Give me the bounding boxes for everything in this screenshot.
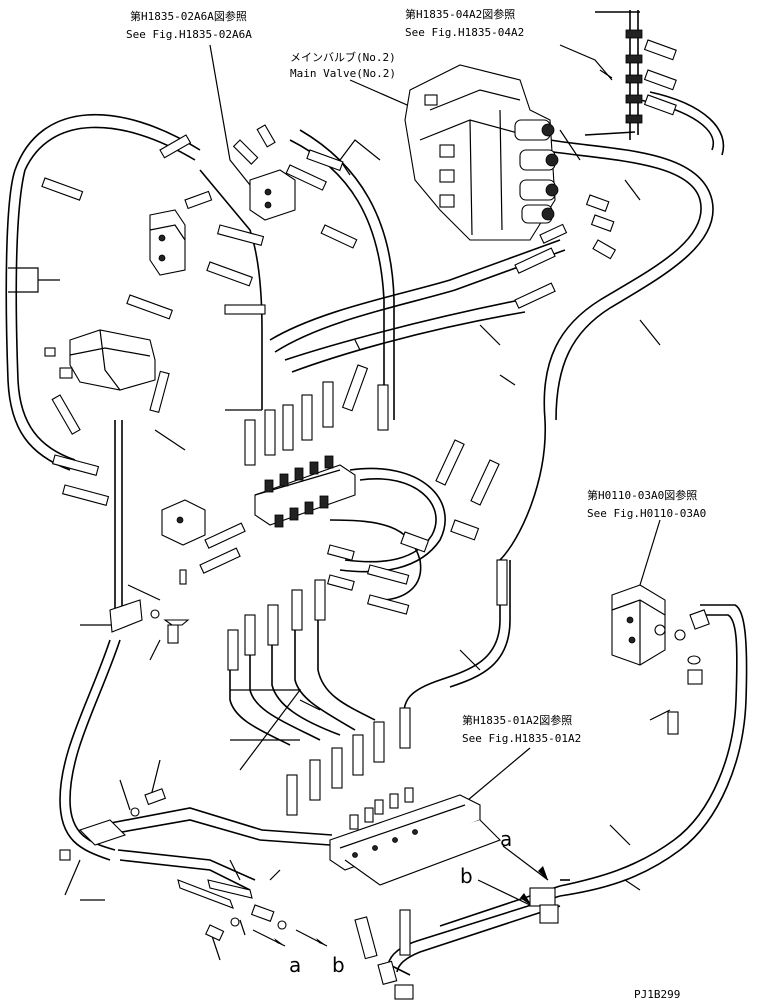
main-valve-jp: メインバルブ(No.2)	[290, 50, 396, 64]
clamps-and-bolts	[59, 569, 679, 942]
main-valve-en: Main Valve(No.2)	[290, 67, 396, 80]
ref-jp-text: 第H1835-02A6A図参照	[130, 9, 247, 23]
ref-en-text: See Fig.H1835-01A2	[462, 732, 581, 745]
ref-en-text: See Fig.H0110-03A0	[587, 507, 706, 520]
ref-h1835-02a6a-label: 第H1835-02A6A図参照 See Fig.H1835-02A6A	[126, 9, 252, 41]
center-top-block	[249, 169, 296, 221]
bottom-manifold-bracket	[329, 787, 501, 886]
connection-label-b-upper: b	[460, 864, 473, 888]
center-distribution-manifold	[254, 455, 356, 528]
ref-jp-text: 第H0110-03A0図参照	[587, 488, 697, 502]
upper-left-valve-block	[149, 209, 186, 276]
ref-en-text: See Fig.H1835-02A6A	[126, 28, 252, 41]
main-valve-label: メインバルブ(No.2) Main Valve(No.2)	[290, 50, 396, 80]
pressure-block-bracket	[584, 10, 677, 140]
solenoid-valve	[44, 329, 156, 391]
ref-h1835-01a2-label: 第H1835-01A2図参照 See Fig.H1835-01A2	[462, 713, 581, 745]
main-valve-assembly	[404, 64, 559, 241]
ref-en-text: See Fig.H1835-04A2	[405, 26, 524, 39]
small-block-left	[161, 499, 206, 546]
ref-h0110-03a0-label: 第H0110-03A0図参照 See Fig.H0110-03A0	[587, 488, 706, 520]
hose-lines	[5, 91, 748, 976]
right-control-valve	[611, 584, 710, 685]
connection-label-a-upper: a	[500, 827, 512, 851]
hose-fittings	[41, 124, 617, 816]
tube-junction-blocks	[354, 879, 570, 1000]
connection-label-a-lower: a	[289, 953, 301, 977]
manifold-fittings	[264, 455, 334, 528]
ref-h1835-04a2-label: 第H1835-04A2図参照 See Fig.H1835-04A2	[405, 7, 524, 39]
ref-jp-text: 第H1835-01A2図参照	[462, 713, 572, 727]
arrows	[252, 69, 613, 947]
ref-jp-text: 第H1835-04A2図参照	[405, 7, 515, 21]
drawing-code: PJ1B299	[634, 988, 680, 1001]
valve-spools	[514, 119, 559, 224]
connection-label-b-lower: b	[332, 953, 345, 977]
